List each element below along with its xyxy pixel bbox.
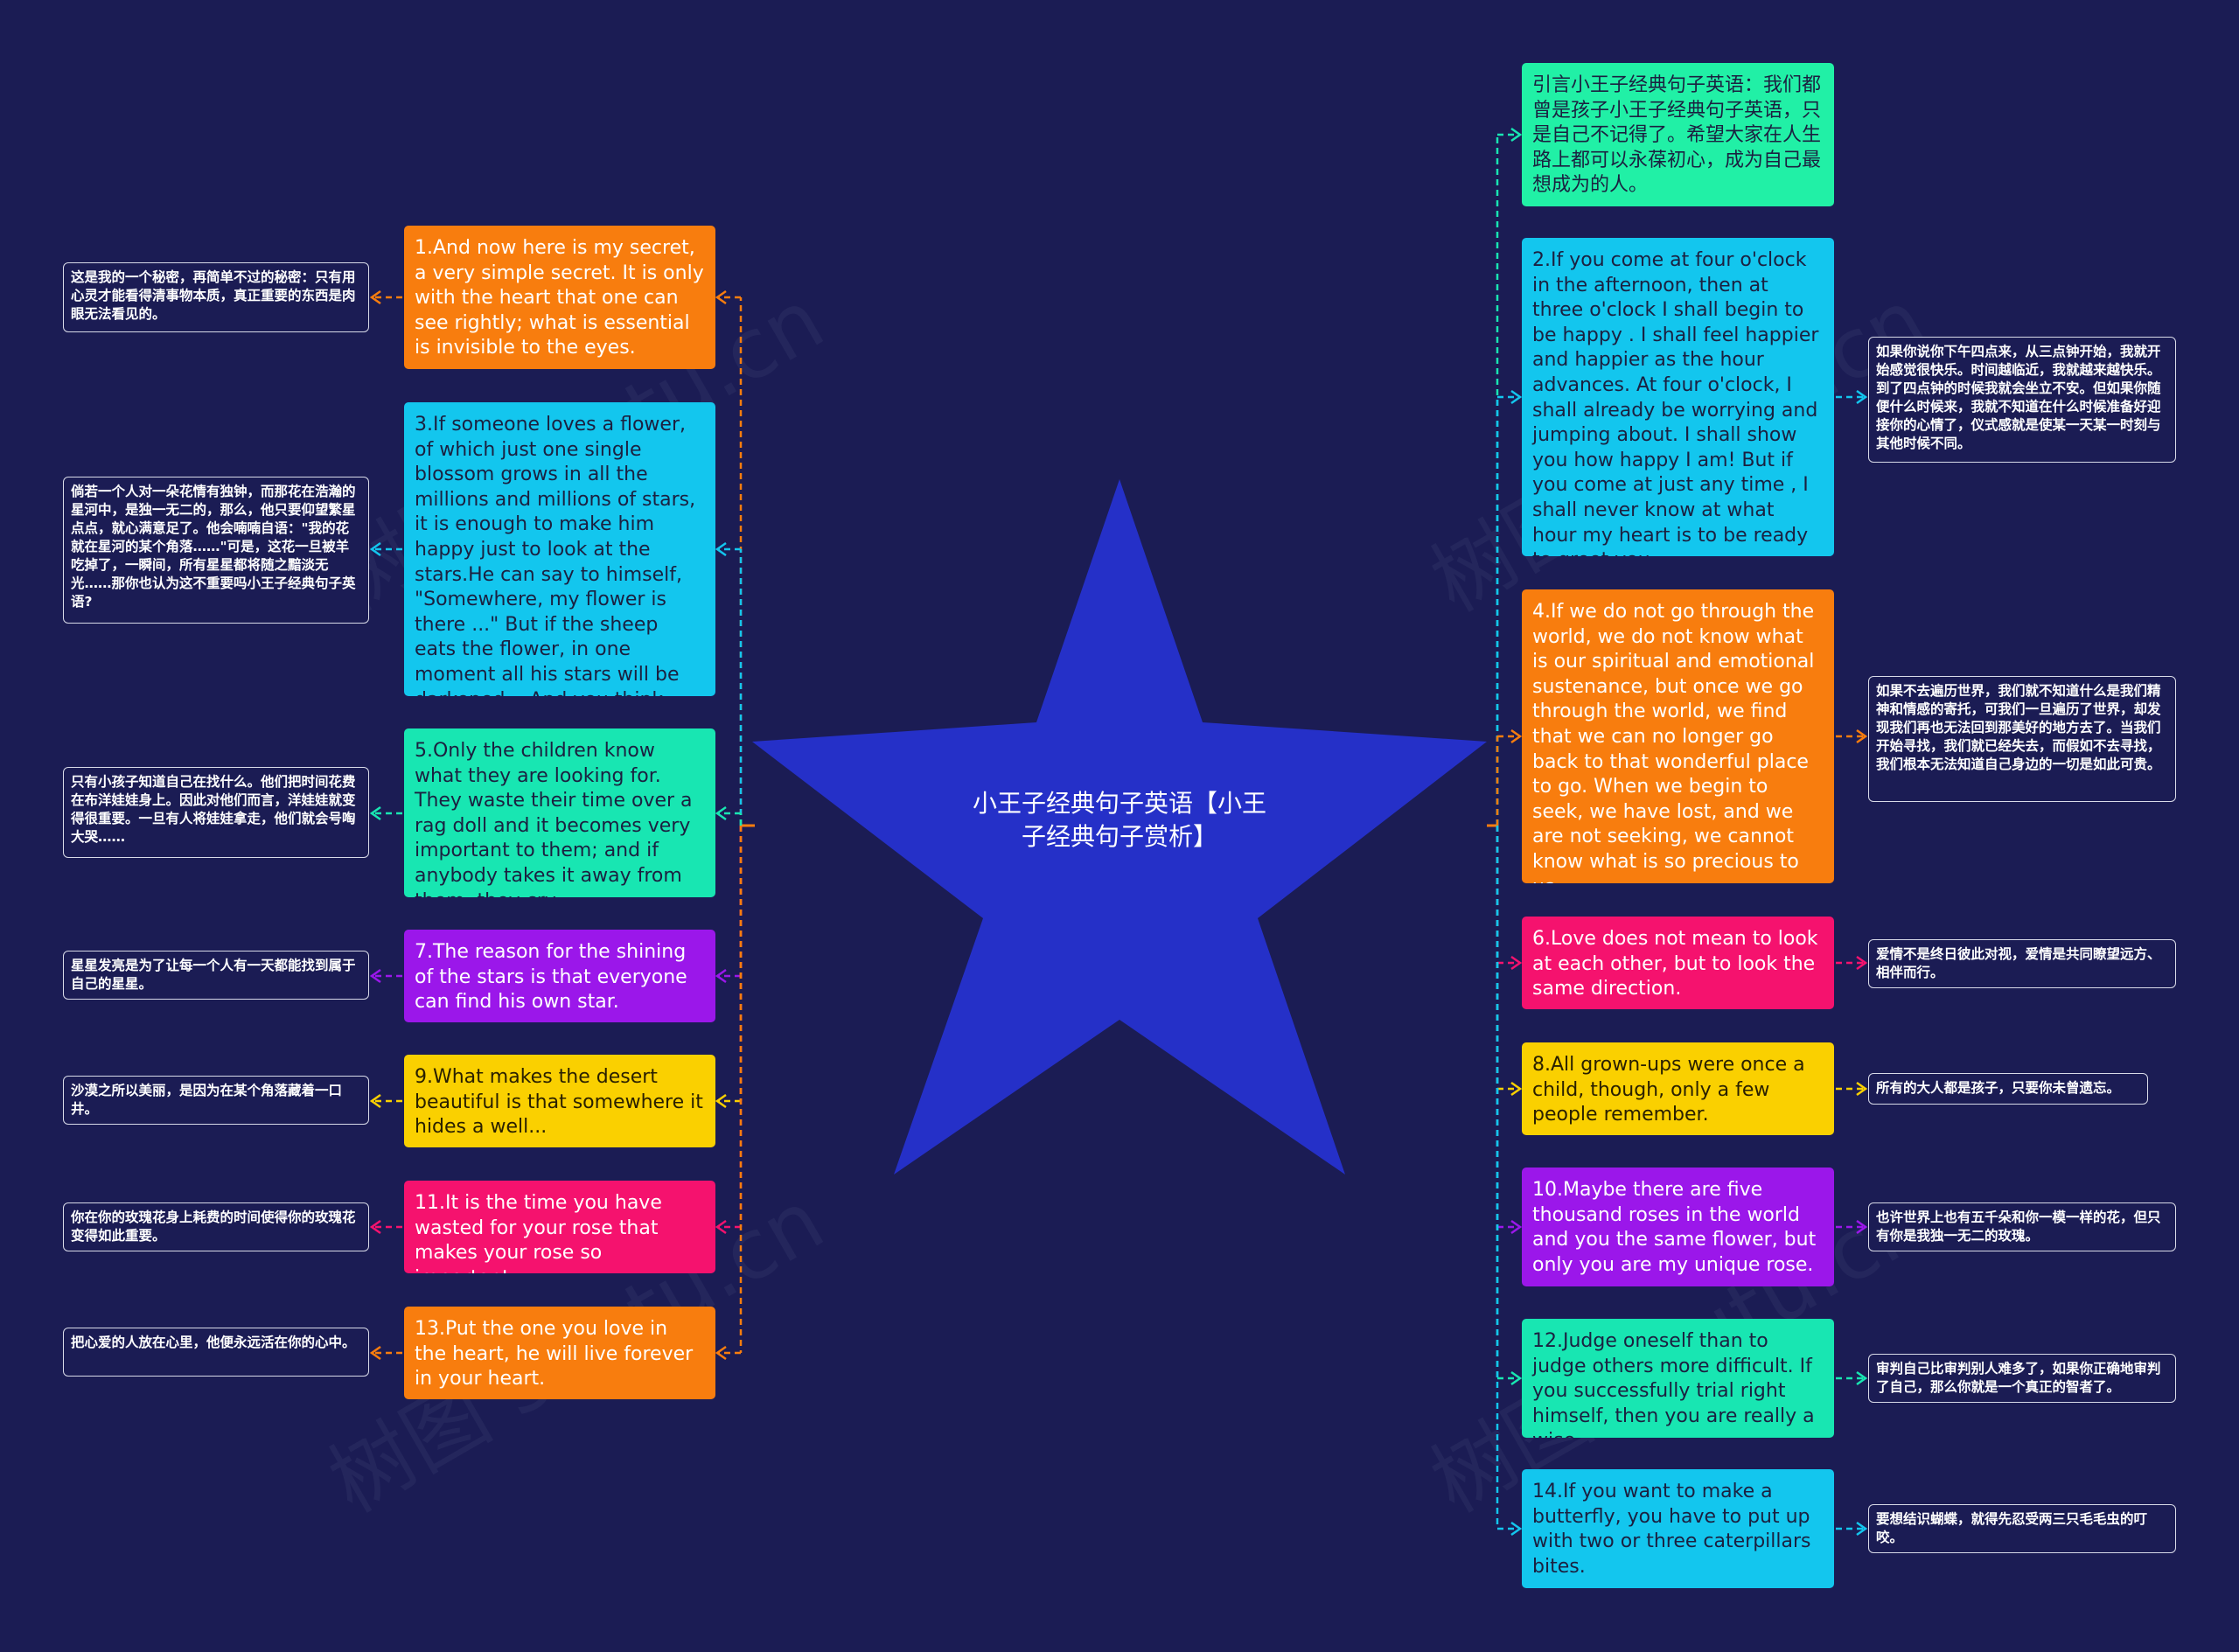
- arrow-left-6: [715, 1345, 727, 1361]
- arrow-left-2: [715, 805, 727, 821]
- left-note-7[interactable]: 星星发亮是为了让每一个人有一天都能找到属于自己的星星。: [63, 951, 369, 1000]
- right-node-12[interactable]: 12.Judge oneself than to judge others mo…: [1522, 1319, 1834, 1438]
- arrow-note-right-1: [1856, 389, 1868, 405]
- arrow-right-0: [1510, 127, 1523, 143]
- left-node-3[interactable]: 3.If someone loves a flower, of which ju…: [404, 402, 715, 696]
- left-note-1[interactable]: 这是我的一个秘密，再简单不过的秘密：只有用心灵才能看得清事物本质，真正重要的东西…: [63, 262, 369, 332]
- right-node-8[interactable]: 8.All grown-ups were once a child, thoug…: [1522, 1042, 1834, 1135]
- right-node-6[interactable]: 6.Love does not mean to look at each oth…: [1522, 917, 1834, 1009]
- left-node-1[interactable]: 1.And now here is my secret, a very simp…: [404, 226, 715, 369]
- arrow-right-1: [1510, 389, 1523, 405]
- center-star-shape[interactable]: [752, 479, 1487, 1175]
- arrow-left-4: [715, 1093, 727, 1109]
- arrow-left-1: [715, 541, 727, 557]
- right-node-10[interactable]: 10.Maybe there are five thousand roses i…: [1522, 1168, 1834, 1286]
- right-note-12[interactable]: 审判自己比审判别人难多了，如果你正确地审判了自己，那么你就是一个真正的智者了。: [1868, 1354, 2176, 1403]
- right-node-4[interactable]: 4.If we do not go through the world, we …: [1522, 589, 1834, 883]
- arrow-note-left-3: [369, 968, 381, 984]
- left-note-11[interactable]: 你在你的玫瑰花身上耗费的时间使得你的玫瑰花变得如此重要。: [63, 1202, 369, 1251]
- arrow-note-left-4: [369, 1093, 381, 1109]
- left-note-5[interactable]: 只有小孩子知道自己在找什么。他们把时间花费在布洋娃娃身上。因此对他们而言，洋娃娃…: [63, 767, 369, 858]
- left-note-3[interactable]: 倘若一个人对一朵花情有独钟，而那花在浩瀚的星河中，是独一无二的，那么，他只要仰望…: [63, 477, 369, 624]
- arrow-note-right-7: [1856, 1521, 1868, 1537]
- arrow-note-left-2: [369, 805, 381, 821]
- right-node-intro[interactable]: 引言小王子经典句子英语：我们都曾是孩子小王子经典句子英语，只是自己不记得了。希望…: [1522, 63, 1834, 206]
- arrow-note-left-5: [369, 1219, 381, 1235]
- left-node-11[interactable]: 11.It is the time you have wasted for yo…: [404, 1181, 715, 1273]
- arrow-note-left-1: [369, 541, 381, 557]
- left-node-13[interactable]: 13.Put the one you love in the heart, he…: [404, 1307, 715, 1399]
- left-note-13[interactable]: 把心爱的人放在心里，他便永远活在你的心中。: [63, 1328, 369, 1377]
- right-note-10[interactable]: 也许世界上也有五千朵和你一模一样的花，但只有你是我独一无二的玫瑰。: [1868, 1202, 2176, 1251]
- arrow-left-3: [715, 968, 727, 984]
- arrow-left-5: [715, 1219, 727, 1235]
- left-node-9[interactable]: 9.What makes the desert beautiful is tha…: [404, 1055, 715, 1147]
- right-note-2[interactable]: 如果你说你下午四点来，从三点钟开始，我就开始感觉很快乐。时间越临近，我就越来越快…: [1868, 337, 2176, 463]
- right-node-14[interactable]: 14.If you want to make a butterfly, you …: [1522, 1469, 1834, 1588]
- arrow-left-0: [715, 289, 727, 305]
- arrow-right-5: [1510, 1219, 1523, 1235]
- right-note-4[interactable]: 如果不去遍历世界，我们就不知道什么是我们精神和情感的寄托，可我们一旦遍历了世界，…: [1868, 676, 2176, 802]
- arrow-right-2: [1510, 728, 1523, 744]
- arrow-note-right-6: [1856, 1370, 1868, 1386]
- arrow-note-right-4: [1856, 1081, 1868, 1097]
- left-note-9[interactable]: 沙漠之所以美丽，是因为在某个角落藏着一口井。: [63, 1076, 369, 1125]
- arrow-note-right-3: [1856, 955, 1868, 971]
- arrow-note-right-2: [1856, 728, 1868, 744]
- center-topic[interactable]: 小王子经典句子英语【小王子经典句子赏析】: [972, 789, 1266, 851]
- right-note-14[interactable]: 要想结识蝴蝶，就得先忍受两三只毛毛虫的叮咬。: [1868, 1504, 2176, 1553]
- left-node-5[interactable]: 5.Only the children know what they are l…: [404, 728, 715, 897]
- right-note-8[interactable]: 所有的大人都是孩子，只要你未曾遗忘。: [1868, 1073, 2148, 1105]
- arrow-right-7: [1510, 1521, 1523, 1537]
- arrow-note-left-0: [369, 289, 381, 305]
- arrow-note-left-6: [369, 1345, 381, 1361]
- arrow-right-4: [1510, 1081, 1523, 1097]
- right-note-6[interactable]: 爱情不是终日彼此对视，爱情是共同瞭望远方、相伴而行。: [1868, 939, 2176, 988]
- right-node-2[interactable]: 2.If you come at four o'clock in the aft…: [1522, 238, 1834, 556]
- arrow-note-right-5: [1856, 1219, 1868, 1235]
- left-node-7[interactable]: 7.The reason for the shining of the star…: [404, 930, 715, 1022]
- arrow-right-6: [1510, 1370, 1523, 1386]
- arrow-right-3: [1510, 955, 1523, 971]
